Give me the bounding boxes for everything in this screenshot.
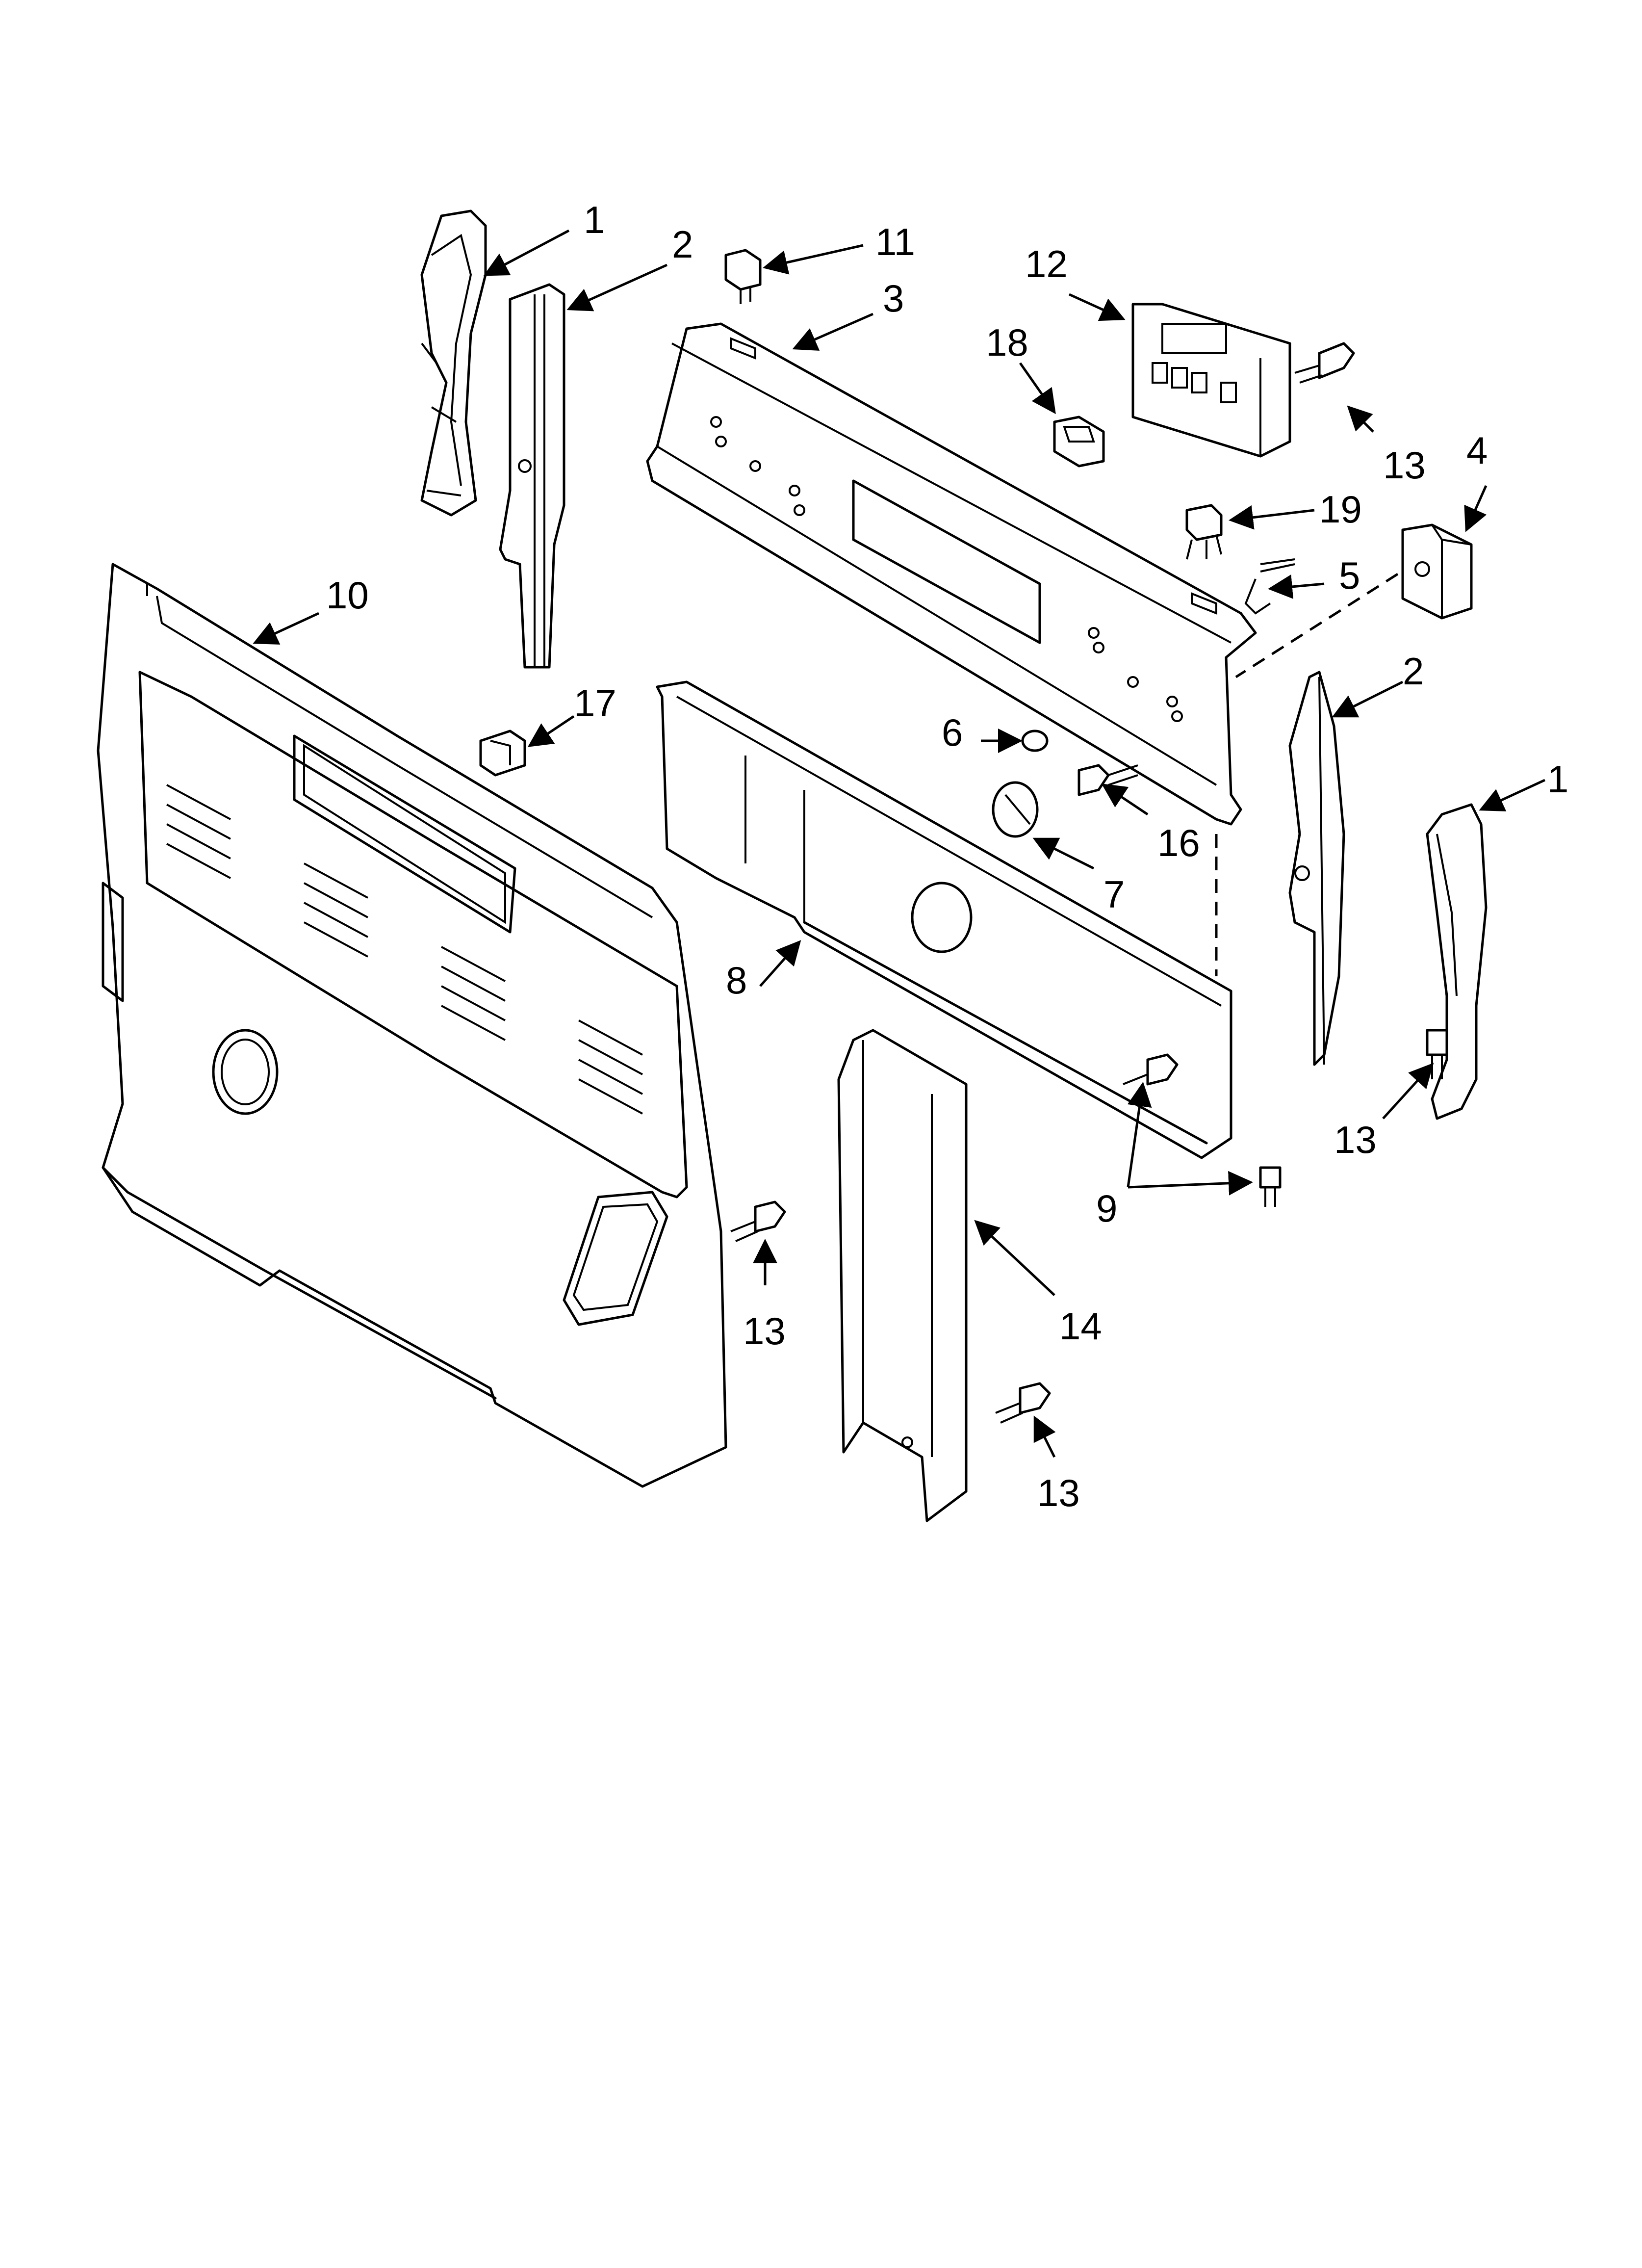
- callout-13-left: 13: [743, 1309, 786, 1353]
- callout-12: 12: [1025, 242, 1068, 286]
- part-13-screw-a: [1294, 342, 1355, 384]
- part-1-right-end-cap: [1426, 803, 1488, 1120]
- callout-13-top: 13: [1383, 443, 1426, 487]
- part-4-terminal-block: [1401, 523, 1473, 620]
- part-17-clip: [479, 730, 526, 777]
- callout-14: 14: [1059, 1304, 1102, 1348]
- alignment-line-terminal: [1235, 573, 1399, 678]
- callout-6: 6: [942, 711, 963, 754]
- callout-7: 7: [1103, 873, 1125, 916]
- callout-1-right: 1: [1547, 757, 1568, 801]
- callout-labels: 1 2 11 3 12 18 13 4 19 5 10 17 6 2 1 16 …: [326, 198, 1568, 1514]
- part-13-screw-c: [730, 1200, 786, 1242]
- callout-1-left: 1: [584, 198, 605, 241]
- part-7-knob: [992, 781, 1039, 838]
- part-5-wire: [1244, 558, 1295, 615]
- part-1-left-end-cap: [420, 209, 487, 517]
- callout-3: 3: [883, 277, 904, 320]
- part-12-electronic-control: [1131, 303, 1291, 458]
- callout-2-left: 2: [672, 223, 693, 266]
- callout-13-right: 13: [1334, 1118, 1377, 1161]
- callout-8: 8: [726, 959, 747, 1002]
- part-13-screw-d: [995, 1382, 1051, 1424]
- callout-18: 18: [986, 321, 1028, 364]
- callout-2-right: 2: [1403, 650, 1424, 693]
- callout-11: 11: [875, 220, 915, 263]
- part-9-screw-a: [1123, 1053, 1179, 1086]
- part-9-screw-b: [1259, 1166, 1282, 1207]
- callout-10: 10: [326, 574, 369, 617]
- part-16-screw: [1078, 764, 1138, 796]
- part-2-right-side-bracket: [1288, 671, 1345, 1066]
- part-2-left-side-bracket: [499, 283, 565, 669]
- part-18-rocker-switch: [1053, 416, 1105, 468]
- part-11-switch: [724, 249, 762, 304]
- callout-5: 5: [1339, 554, 1360, 597]
- callout-17: 17: [574, 681, 616, 725]
- part-3-control-panel: [646, 322, 1257, 826]
- callout-13-bottom: 13: [1037, 1471, 1080, 1514]
- callout-4: 4: [1466, 429, 1488, 472]
- part-13-screw-b: [1426, 1029, 1448, 1079]
- callout-16: 16: [1157, 821, 1200, 864]
- leader-lines: [253, 229, 1546, 1458]
- part-19-connector: [1185, 504, 1223, 560]
- part-6-plug: [1021, 730, 1049, 752]
- part-10-rear-panel: [97, 563, 727, 1488]
- part-14-lower-rear-panel: [837, 1029, 968, 1522]
- callout-9: 9: [1096, 1187, 1117, 1230]
- callout-19: 19: [1319, 488, 1362, 531]
